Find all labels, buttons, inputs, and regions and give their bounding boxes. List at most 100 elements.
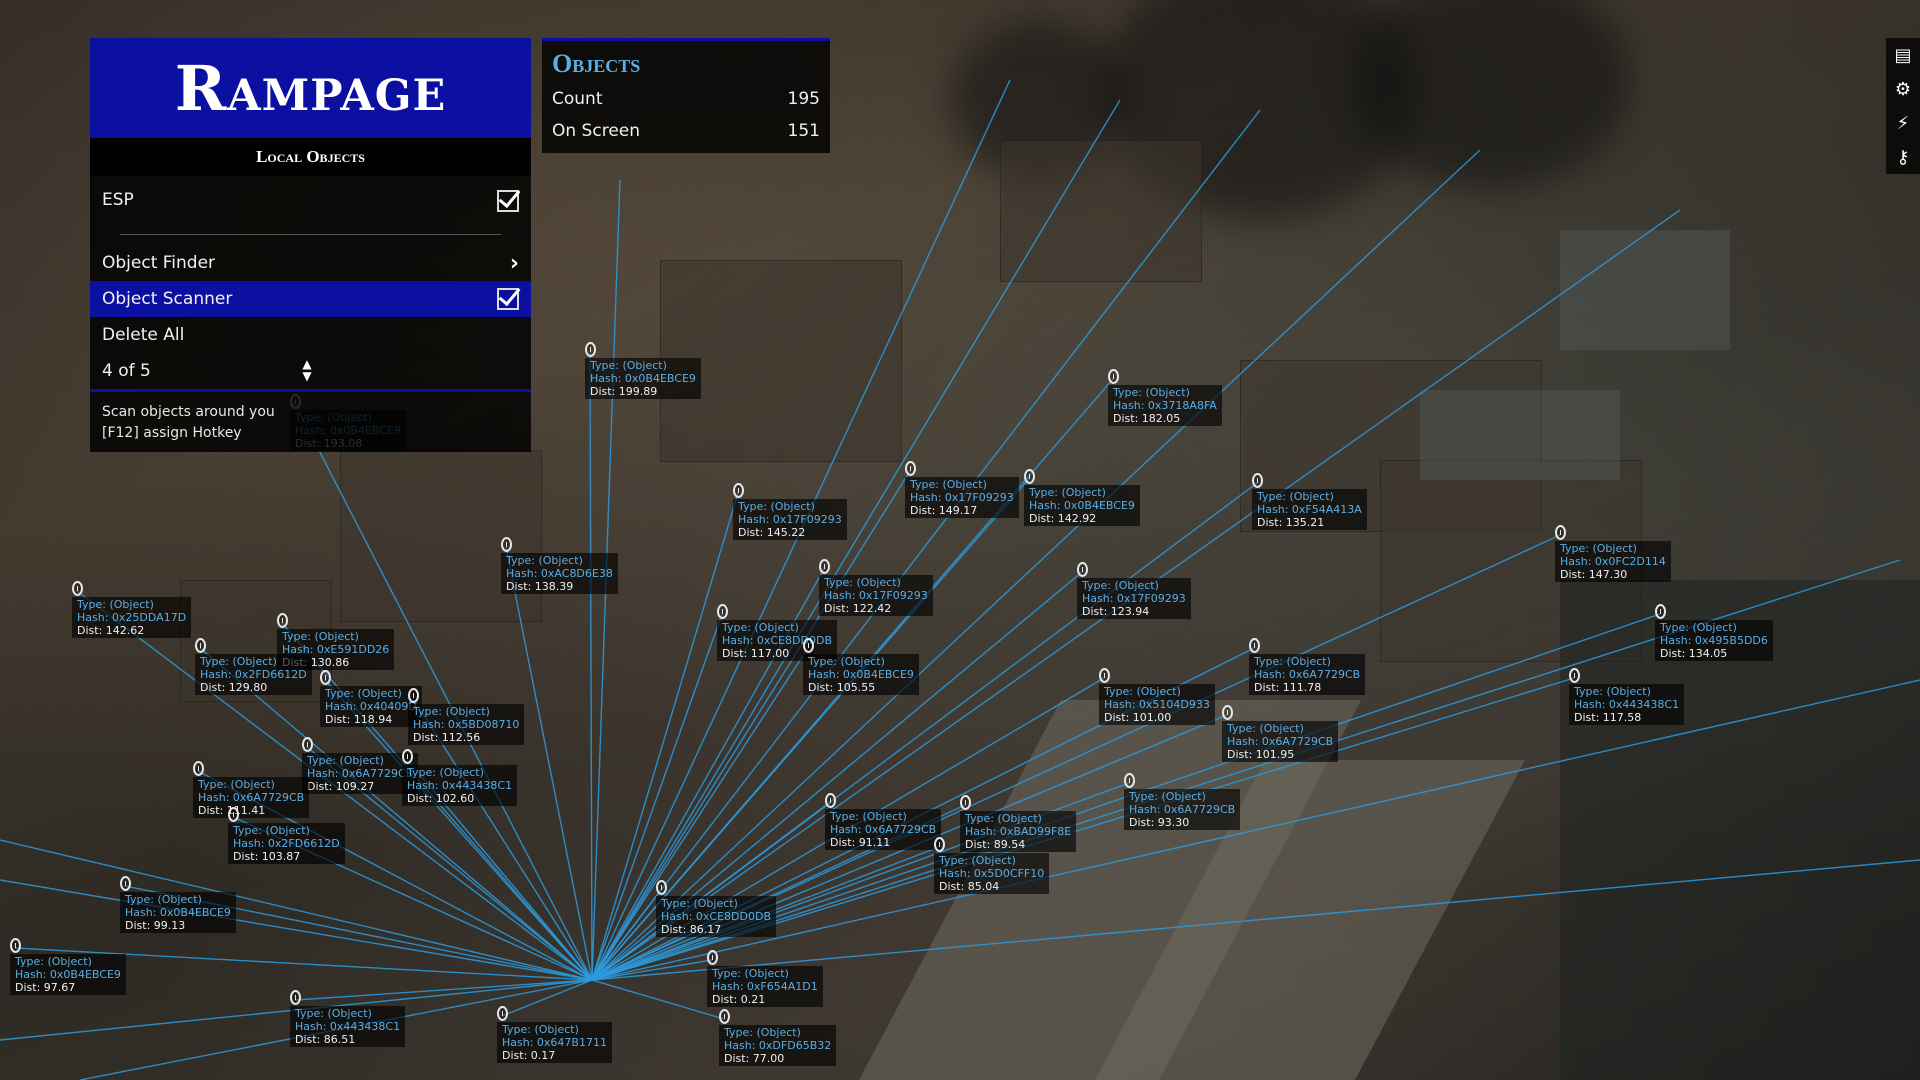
- esp-type-text: Type: (Object): [1257, 490, 1334, 503]
- esp-tracer-line: [294, 979, 593, 1001]
- menu-item-object-finder[interactable]: Object Finder ›: [90, 245, 531, 281]
- esp-type-text: Type: (Object): [939, 854, 1016, 867]
- esp-tracer-line: [591, 613, 723, 981]
- objects-panel-title: Objects: [552, 49, 641, 78]
- chevron-right-icon: ›: [509, 250, 519, 276]
- esp-dist-text: Dist: 117.58: [1574, 711, 1642, 724]
- object-marker-icon: [408, 688, 419, 703]
- esp-tracer-line: [589, 351, 593, 981]
- esp-hash-text: Hash: 0x5BD08710: [413, 718, 520, 731]
- object-marker-icon: [402, 749, 413, 764]
- esp-dist-text: Dist: 147.30: [1560, 568, 1628, 581]
- esp-dist-text: Dist: 138.39: [506, 580, 574, 593]
- esp-type-text: Type: (Object): [200, 655, 277, 668]
- esp-type-text: Type: (Object): [1227, 722, 1304, 735]
- esp-tracer-line: [199, 647, 593, 981]
- esp-hash-text: Hash: 0x6A7729CB: [307, 767, 414, 780]
- esp-dist-text: Dist: 111.78: [1254, 681, 1322, 694]
- esp-type-text: Type: (Object): [738, 500, 815, 513]
- object-scanner-checkbox[interactable]: [497, 288, 519, 310]
- esp-dist-text: Dist: 86.51: [295, 1033, 356, 1046]
- up-down-arrows-icon[interactable]: ▲▼: [302, 357, 312, 383]
- esp-hash-text: Hash: 0x495B5DD6: [1660, 634, 1768, 647]
- esp-type-text: Type: (Object): [1129, 790, 1206, 803]
- count-label: Count: [552, 89, 603, 109]
- esp-dist-text: Dist: 93.30: [1129, 816, 1190, 829]
- menu-item-object-scanner[interactable]: Object Scanner: [90, 281, 531, 317]
- esp-hash-text: Hash: 0x17F09293: [910, 491, 1014, 504]
- esp-checkbox[interactable]: [497, 190, 519, 212]
- esp-hash-text: Hash: 0x17F09293: [738, 513, 842, 526]
- object-marker-icon: [10, 938, 21, 953]
- object-marker-icon: [803, 638, 814, 653]
- objects-onscreen-row: On Screen 151: [542, 115, 830, 147]
- menu-item-label: Delete All: [102, 325, 185, 345]
- menu-divider: [90, 389, 531, 392]
- esp-dist-text: Dist: 123.94: [1082, 605, 1150, 618]
- esp-hash-text: Hash: 0x40409D: [325, 700, 417, 713]
- gear-icon[interactable]: ⚙: [1894, 78, 1912, 100]
- object-marker-icon: [960, 795, 971, 810]
- object-marker-icon: [277, 613, 288, 628]
- esp-hash-text: Hash: 0x6A7729CB: [1227, 735, 1334, 748]
- esp-type-text: Type: (Object): [1104, 685, 1181, 698]
- esp-type-text: Type: (Object): [722, 621, 799, 634]
- building: [1000, 140, 1202, 282]
- esp-dist-text: Dist: 142.92: [1029, 512, 1097, 525]
- esp-type-text: Type: (Object): [830, 810, 907, 823]
- esp-type-text: Type: (Object): [282, 630, 359, 643]
- esp-hash-text: Hash: 0x6A7729CB: [830, 823, 937, 836]
- esp-dist-text: Dist: 182.05: [1113, 412, 1181, 425]
- esp-toggle-row[interactable]: ESP: [90, 176, 531, 245]
- object-marker-icon: [905, 461, 916, 476]
- document-icon[interactable]: ▤: [1894, 44, 1912, 66]
- object-marker-icon: [1252, 473, 1263, 488]
- esp-type-text: Type: (Object): [965, 812, 1042, 825]
- menu-item-delete-all[interactable]: Delete All: [90, 317, 531, 353]
- onscreen-label: On Screen: [552, 121, 641, 141]
- esp-hash-text: Hash: 0x0B4EBCE9: [1029, 499, 1135, 512]
- esp-tracer-line: [591, 889, 662, 981]
- onscreen-value: 151: [787, 121, 820, 141]
- esp-type-text: Type: (Object): [808, 655, 885, 668]
- object-marker-icon: [656, 880, 667, 895]
- esp-hash-text: Hash: 0x2FD6612D: [233, 837, 340, 850]
- esp-hash-text: Hash: 0xCE8DD0DB: [661, 910, 772, 923]
- object-marker-icon: [733, 483, 744, 498]
- esp-hash-text: Hash: 0x17F09293: [1082, 592, 1186, 605]
- esp-hash-text: Hash: 0x3718A8FA: [1113, 399, 1217, 412]
- object-marker-icon: [72, 581, 83, 596]
- object-marker-icon: [1655, 604, 1666, 619]
- esp-dist-text: Dist: 142.62: [77, 624, 145, 637]
- esp-dist-text: Dist: 199.89: [590, 385, 658, 398]
- esp-dist-text: Dist: 102.60: [407, 792, 475, 805]
- key-icon[interactable]: ⚷: [1896, 146, 1910, 168]
- esp-hash-text: Hash: 0x5D0CFF10: [939, 867, 1045, 880]
- esp-hash-text: Hash: 0xDFD65B32: [724, 1039, 832, 1052]
- lightning-icon[interactable]: ⚡: [1896, 112, 1910, 134]
- right-toolbar: ▤ ⚙ ⚡ ⚷: [1886, 38, 1920, 174]
- esp-tracer-line: [591, 109, 1261, 981]
- esp-dist-text: Dist: 101.95: [1227, 748, 1295, 761]
- esp-type-text: Type: (Object): [1560, 542, 1637, 555]
- menu-pager[interactable]: 4 of 5 ▲▼: [90, 353, 531, 389]
- esp-tracer-line: [591, 647, 809, 981]
- object-marker-icon: [1099, 668, 1110, 683]
- object-marker-icon: [120, 876, 131, 891]
- objects-panel: Objects Count 195 On Screen 151: [542, 38, 830, 153]
- object-marker-icon: [1077, 562, 1088, 577]
- object-marker-icon: [193, 761, 204, 776]
- esp-type-text: Type: (Object): [233, 824, 310, 837]
- esp-tracer-line: [591, 99, 1121, 981]
- esp-tracer-line: [324, 679, 593, 981]
